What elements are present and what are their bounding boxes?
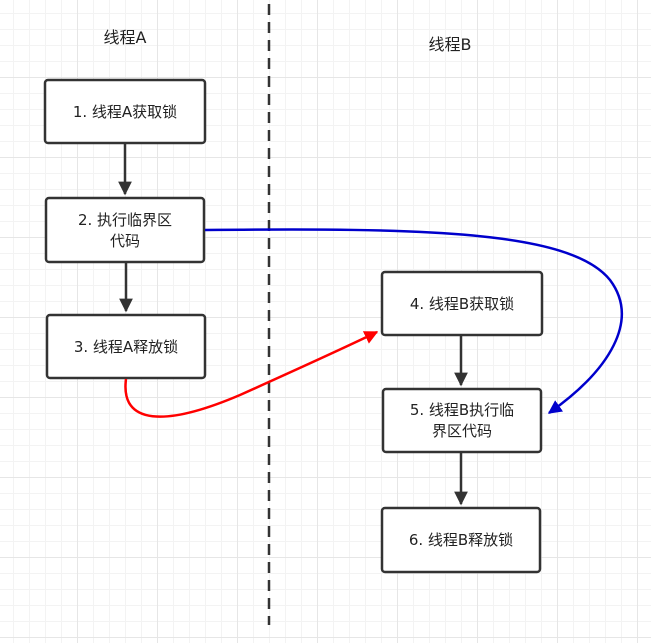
step-2-label-line2: 代码 xyxy=(110,232,140,250)
lane-title-thread-b: 线程B xyxy=(429,35,472,54)
arrow-release-to-acquire xyxy=(124,330,379,418)
step-3-label: 3. 线程A释放锁 xyxy=(74,338,178,356)
step-5-box xyxy=(381,387,543,454)
step-1-label: 1. 线程A获取锁 xyxy=(73,103,177,121)
step-5-label-line1: 5. 线程B执行临 xyxy=(410,401,514,419)
step-3-box xyxy=(45,313,207,380)
step-2-label-line1: 2. 执行临界区 xyxy=(78,211,172,229)
step-2-box xyxy=(44,196,206,264)
step-4-box xyxy=(380,270,544,337)
step-6-label: 6. 线程B释放锁 xyxy=(409,531,513,549)
step-1-box xyxy=(43,78,207,145)
step-4-label: 4. 线程B获取锁 xyxy=(410,295,514,313)
lane-title-thread-a: 线程A xyxy=(104,28,147,47)
step-5-label-line2: 界区代码 xyxy=(432,422,492,440)
step-6-box xyxy=(380,506,542,574)
arrow-critical-a-to-critical-b xyxy=(204,228,623,415)
